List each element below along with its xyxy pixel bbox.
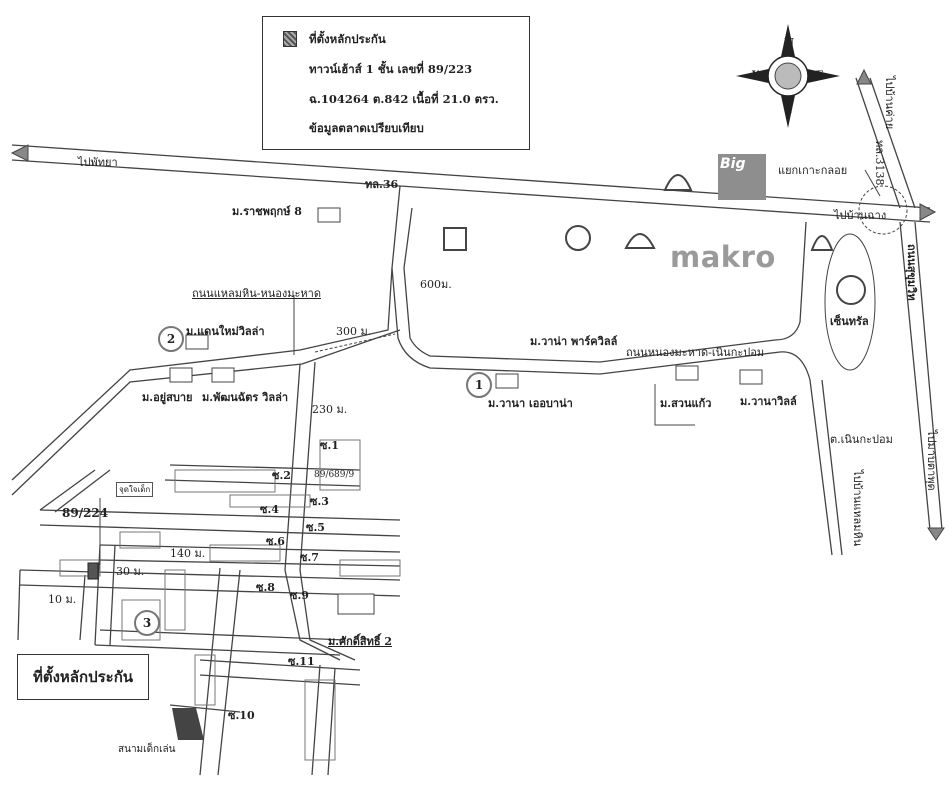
makro-logo: makro xyxy=(670,240,776,274)
soi-2-label: ซ.2 xyxy=(272,469,291,482)
to-pattaya-label: ไปพัทยา xyxy=(78,156,118,169)
playground-label: สนามเด็กเล่น xyxy=(118,744,176,755)
distance-10-label: 10 ม. xyxy=(48,593,77,606)
village-ratchaphruek-label: ม.ราชพฤกษ์ 8 xyxy=(232,205,302,218)
plot-89-6-label: 89/6 xyxy=(314,470,335,480)
distance-140-label: 140 ม. xyxy=(170,547,206,560)
legend-collateral-detail-2: ฉ.104264 ต.842 เนื้อที่ 21.0 ตรว. xyxy=(309,92,499,106)
soi-9-label: ซ.9 xyxy=(290,589,309,602)
to-ban-laem-hin-label: ไปบ้านแหลมหิน xyxy=(851,470,864,547)
highway-3138 xyxy=(855,77,901,209)
village-wana-abana-label: ม.วานา เออบาน่า xyxy=(488,397,573,410)
highway-36-label: ทล.36 xyxy=(365,178,399,191)
highway-3138-label: ทล.3138 xyxy=(873,140,886,186)
laem-hin-road-label: ถนนแหลมหิน-หนองมะหาด xyxy=(192,287,321,300)
map-legend: ที่ตั้งหลักประกัน ทาวน์เฮ้าส์ 1 ชั้น เลข… xyxy=(262,16,530,150)
legend-collateral-label: ที่ตั้งหลักประกัน xyxy=(309,32,386,46)
village-suan-kaew-label: ม.สวนแก้ว xyxy=(660,397,712,410)
compass-n: N xyxy=(784,36,795,49)
compass-e: E xyxy=(816,70,824,81)
distance-300-label: 300 ม. xyxy=(336,325,372,338)
compass-s: S xyxy=(785,106,793,117)
soi-1-label: ซ.1 xyxy=(320,439,339,452)
legend-comparable-label: ข้อมูลตลาดเปรียบเทียบ xyxy=(309,121,424,135)
noen-kapom-label: ต.เนินกะปอม xyxy=(830,433,893,446)
village-saksit-label: ม.ศักดิ์สิทธิ์ 2 xyxy=(328,635,393,648)
soi-6-label: ซ.6 xyxy=(266,535,285,548)
collateral-callout: ที่ตั้งหลักประกัน xyxy=(17,654,149,700)
house-icon xyxy=(211,367,235,383)
village-wana-park-label: ม.วาน่า พาร์ควิลล์ xyxy=(530,335,618,348)
soi-3-label: ซ.3 xyxy=(310,495,329,508)
sukhumvit-road-label: ถนนสุขุมวิท xyxy=(905,244,918,301)
legend-collateral-detail-1: ทาวน์เฮ้าส์ 1 ชั้น เลขที่ 89/223 xyxy=(309,62,473,76)
central-label: เซ็นทรัล xyxy=(830,315,869,328)
nong-mahat-road-label: ถนนหนองมะหาด-เนินกะปอม xyxy=(626,346,765,359)
junction-circle xyxy=(858,185,908,235)
village-wana-ville-label: ม.วานาวิลล์ xyxy=(740,395,797,408)
house-icon xyxy=(185,334,209,350)
house-icon xyxy=(739,369,763,385)
soi-10-label: ซ.10 xyxy=(228,709,255,722)
house-icon xyxy=(317,207,341,223)
viewpoint-label: จุดใจเด็ก xyxy=(116,482,154,497)
to-ban-chang-label: ไปบ้านฉาง xyxy=(834,209,887,222)
soi-8-label: ซ.8 xyxy=(256,581,275,594)
compass-w: W xyxy=(752,70,764,81)
big-c-logo: Big xyxy=(718,154,766,200)
soi-4-label: ซ.4 xyxy=(260,503,279,516)
house-icon xyxy=(337,593,375,615)
temple-icon xyxy=(663,174,693,191)
soi-5-label: ซ.5 xyxy=(306,521,325,534)
comparable-marker-1: 1 xyxy=(466,372,492,398)
shell-icon xyxy=(624,233,656,249)
central-area xyxy=(824,233,876,371)
house-icon xyxy=(169,367,193,383)
compass-icon xyxy=(736,24,840,128)
playground-icon xyxy=(172,708,204,740)
soi-7-label: ซ.7 xyxy=(300,551,319,564)
junction-label: แยกเกาะกลอย xyxy=(778,164,848,177)
collateral-legend-icon xyxy=(283,31,297,47)
distance-30-label: 30 ม. xyxy=(116,565,145,578)
central-logo-icon xyxy=(836,275,866,305)
house-icon xyxy=(675,365,699,381)
collateral-block xyxy=(87,562,99,580)
village-yu-sabai-label: ม.อยู่สบาย xyxy=(142,391,193,404)
distance-230-label: 230 ม. xyxy=(312,403,348,416)
village-pattanachat-label: ม.พัฒนฉัตร วิลล่า xyxy=(202,391,288,404)
lotus-icon xyxy=(810,235,834,251)
highway-36 xyxy=(11,144,931,209)
to-ban-khai-label: ไปบ้านค่าย xyxy=(883,76,896,130)
star-icon xyxy=(565,225,591,251)
plot-89-9-label: 89/9 xyxy=(334,470,355,480)
building-icon xyxy=(443,227,467,251)
village-daeng-mai-label: ม.แดนใหม่วิลล่า xyxy=(186,325,265,338)
comparable-marker-2: 2 xyxy=(158,326,184,352)
distance-600-label: 600ม. xyxy=(420,278,452,291)
to-map-ta-phut-label: ไปมาบตาพุด xyxy=(925,430,938,491)
soi-11-label: ซ.11 xyxy=(288,655,315,668)
collateral-number-label: 89/224 xyxy=(62,506,109,520)
house-icon xyxy=(495,373,519,389)
comparable-marker-3: 3 xyxy=(134,610,160,636)
